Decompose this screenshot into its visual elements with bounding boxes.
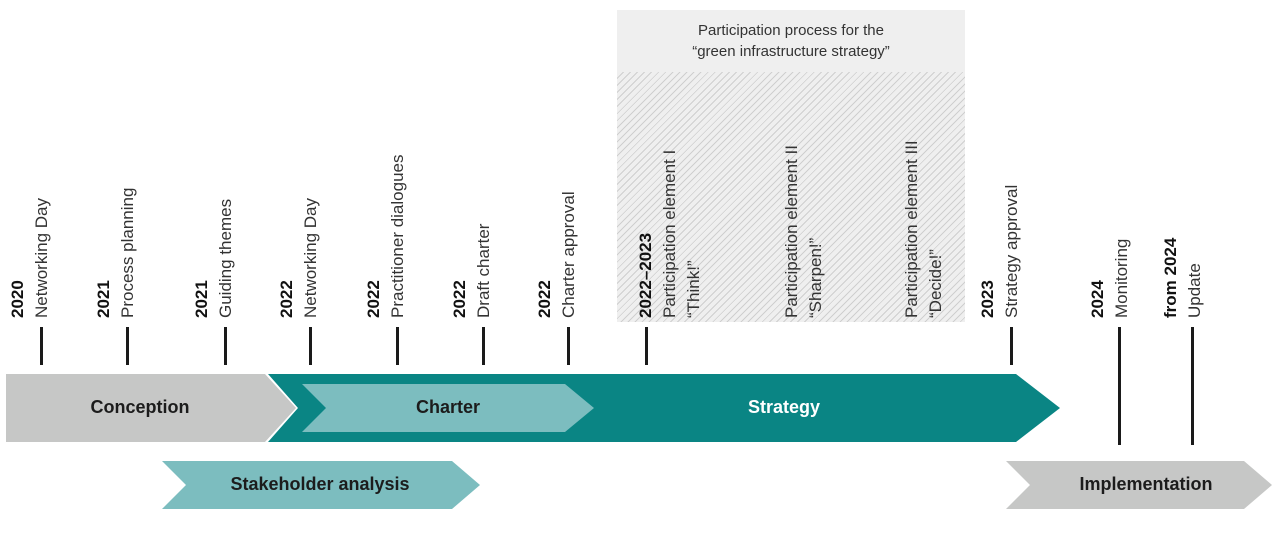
milestone-tick xyxy=(482,327,485,365)
milestone-tick-long xyxy=(1191,327,1194,445)
milestone-tick xyxy=(126,327,129,365)
milestone-tick xyxy=(40,327,43,365)
charter-label: Charter xyxy=(415,397,481,417)
participation-header: Participation process for the “green inf… xyxy=(617,10,965,72)
strategy-label: Strategy xyxy=(747,397,821,417)
milestone-tick xyxy=(309,327,312,365)
milestone-tick xyxy=(1010,327,1013,365)
milestone-tick xyxy=(645,327,648,365)
implementation-arrow xyxy=(1006,461,1272,509)
participation-header-line2: “green infrastructure strategy” xyxy=(692,43,890,60)
milestone-tick xyxy=(224,327,227,365)
participation-hatched-area xyxy=(617,72,965,322)
stakeholder-arrow xyxy=(162,461,480,509)
conception-label: Conception xyxy=(90,397,190,417)
milestone-tick-long xyxy=(1118,327,1121,445)
stakeholder-label: Stakeholder analysis xyxy=(230,474,410,494)
charter-arrow xyxy=(302,384,594,432)
participation-header-line1: Participation process for the xyxy=(698,22,884,39)
milestone-participation-element-2: Participation element II“Sharpen!” xyxy=(782,145,825,318)
conception-arrow xyxy=(6,374,296,442)
milestone-tick xyxy=(396,327,399,365)
implementation-label: Implementation xyxy=(1079,474,1213,494)
milestone-tick xyxy=(567,327,570,365)
milestone-participation-element-3: Participation element III“Decide!” xyxy=(902,140,945,318)
